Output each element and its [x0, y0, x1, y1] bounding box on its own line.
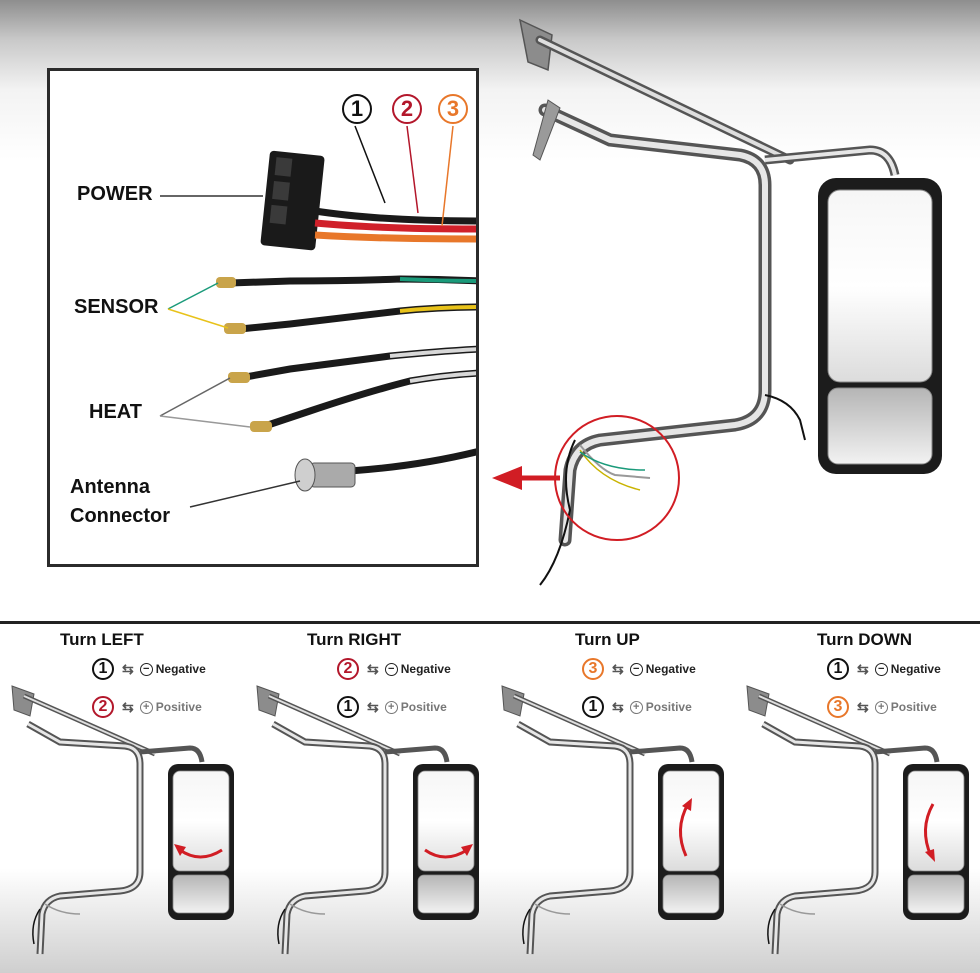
- negative-wire-number: 1: [827, 658, 849, 680]
- mini-mirror-illustration: [501, 685, 724, 955]
- negative-label: Negative: [155, 662, 206, 676]
- swap-arrows-icon: ⇆: [367, 698, 379, 715]
- direction-arrow-head: [925, 849, 935, 862]
- swap-arrows-icon: ⇆: [122, 660, 134, 677]
- sensor-label: SENSOR: [74, 296, 159, 318]
- negative-row: 1 ⇆ − Negative: [92, 658, 206, 680]
- mini-mirror-illustration: [256, 685, 479, 955]
- heat-label: HEAT: [89, 401, 142, 423]
- power-label: POWER: [77, 183, 153, 205]
- positive-wire-number: 2: [92, 696, 114, 718]
- wiring-inset: 1 2 3 POWER SENSOR HEAT Antenna Connecto…: [47, 68, 479, 567]
- positive-row: 3 ⇆ + Positive: [827, 696, 937, 718]
- direction-arrow-curve: [679, 803, 690, 857]
- panel-title: Turn DOWN: [817, 630, 913, 649]
- swap-arrows-icon: ⇆: [122, 698, 134, 715]
- swap-arrows-icon: ⇆: [857, 660, 869, 677]
- panel-title: Turn RIGHT: [307, 630, 402, 649]
- direction-arrow-head: [174, 844, 186, 856]
- wire-number-2: 2: [392, 94, 422, 124]
- wire-number-1: 1: [342, 94, 372, 124]
- direction-panel-right: Turn RIGHT 2 ⇆ − Negative 1 ⇆ + Positive: [245, 624, 490, 973]
- negative-row: 3 ⇆ − Negative: [582, 658, 696, 680]
- mirror-head: [818, 178, 942, 474]
- turn-direction-arrow: [679, 798, 692, 857]
- wire-number-3: 3: [438, 94, 468, 124]
- mirror-lower-tube: [532, 99, 900, 547]
- positive-label: Positive: [890, 700, 937, 714]
- direction-arrow-curve: [424, 848, 468, 859]
- direction-arrow-head: [682, 798, 692, 811]
- positive-row: 1 ⇆ + Positive: [582, 696, 692, 718]
- negative-wire-number: 1: [92, 658, 114, 680]
- positive-wire-number: 1: [337, 696, 359, 718]
- callout-arrow: [492, 466, 560, 490]
- negative-icon: −: [874, 662, 888, 676]
- swap-arrows-icon: ⇆: [857, 698, 869, 715]
- direction-panel-left: Turn LEFT 1 ⇆ − Negative 2 ⇆ + Positive: [0, 624, 245, 973]
- wire-number-3-label: 3: [446, 96, 460, 121]
- bottom-section: [0, 624, 980, 973]
- mirror-upper-arm: [518, 18, 795, 165]
- swap-arrows-icon: ⇆: [367, 660, 379, 677]
- negative-row: 1 ⇆ − Negative: [827, 658, 941, 680]
- antenna-label-line1: Antenna: [70, 476, 150, 498]
- mini-mirror-illustration: [11, 685, 234, 955]
- positive-label: Positive: [400, 700, 447, 714]
- panel-title: Turn UP: [575, 630, 640, 649]
- positive-wire-number: 1: [582, 696, 604, 718]
- positive-wire-number: 3: [827, 696, 849, 718]
- negative-icon: −: [139, 662, 153, 676]
- positive-label: Positive: [155, 700, 202, 714]
- negative-icon: −: [384, 662, 398, 676]
- mini-mirror-illustration: [746, 685, 969, 955]
- positive-icon: +: [139, 700, 153, 714]
- negative-label: Negative: [645, 662, 696, 676]
- turn-direction-arrow: [424, 844, 473, 859]
- positive-label: Positive: [645, 700, 692, 714]
- main-mirror-illustration: [492, 18, 942, 586]
- direction-arrow-curve: [179, 848, 223, 859]
- wire-number-2-label: 2: [400, 96, 414, 121]
- direction-arrow-head: [461, 844, 473, 856]
- section-divider: [0, 621, 980, 624]
- negative-label: Negative: [890, 662, 941, 676]
- negative-wire-number: 2: [337, 658, 359, 680]
- turn-direction-arrow: [924, 803, 935, 862]
- negative-wire-number: 3: [582, 658, 604, 680]
- antenna-label-line2: Connector: [70, 505, 170, 527]
- direction-panel-down: Turn DOWN 1 ⇆ − Negative 3 ⇆ + Positive: [735, 624, 980, 973]
- positive-icon: +: [384, 700, 398, 714]
- negative-icon: −: [629, 662, 643, 676]
- positive-row: 2 ⇆ + Positive: [92, 696, 202, 718]
- direction-panel-up: Turn UP 3 ⇆ − Negative 1 ⇆ + Positive: [490, 624, 735, 973]
- turn-direction-arrow: [174, 844, 223, 859]
- power-connector: [260, 150, 325, 251]
- positive-icon: +: [874, 700, 888, 714]
- negative-label: Negative: [400, 662, 451, 676]
- swap-arrows-icon: ⇆: [612, 660, 624, 677]
- wire-number-1-label: 1: [350, 96, 364, 121]
- positive-icon: +: [629, 700, 643, 714]
- negative-row: 2 ⇆ − Negative: [337, 658, 451, 680]
- wiring-drawing: [159, 125, 476, 508]
- panel-title: Turn LEFT: [60, 630, 144, 649]
- positive-row: 1 ⇆ + Positive: [337, 696, 447, 718]
- swap-arrows-icon: ⇆: [612, 698, 624, 715]
